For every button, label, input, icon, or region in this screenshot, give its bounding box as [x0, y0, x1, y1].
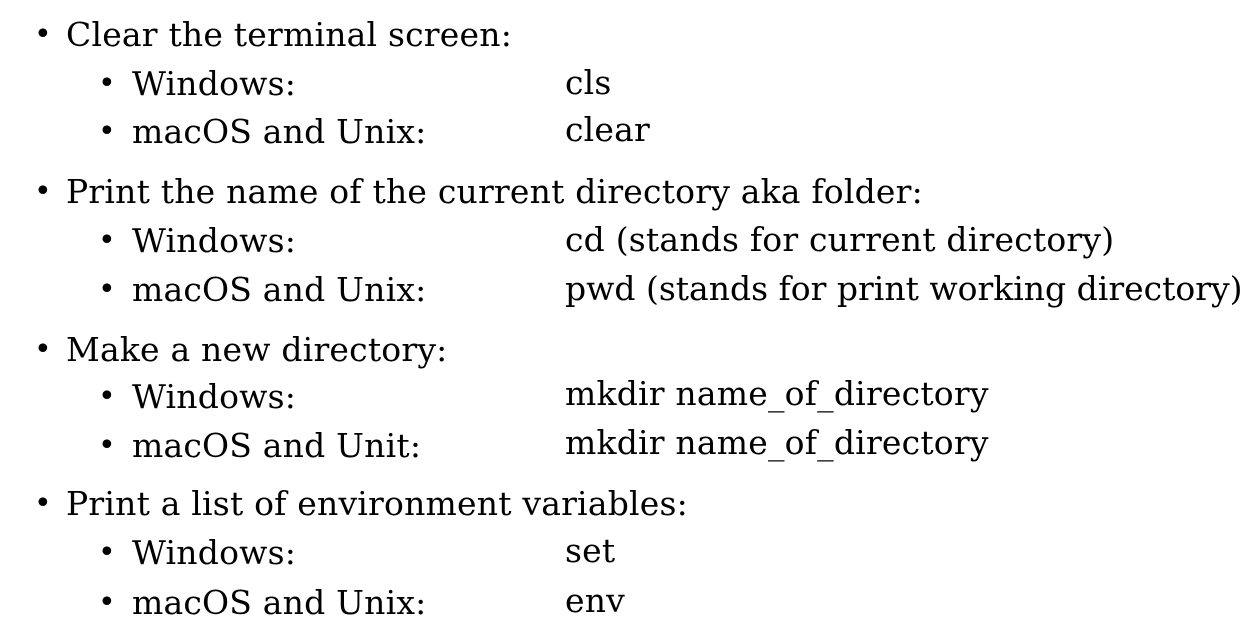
command-text: mkdir name_of_directory [565, 374, 989, 413]
bullet-icon: • [34, 332, 52, 367]
bullet-icon: • [98, 535, 116, 570]
platform-label: macOS and Unix: [132, 583, 427, 622]
bullet-icon: • [98, 66, 116, 101]
section-heading: Print the name of the current directory … [66, 172, 923, 211]
bullet-icon: • [34, 486, 52, 521]
bullet-icon: • [34, 17, 52, 52]
bullet-icon: • [34, 174, 52, 209]
command-text: mkdir name_of_directory [565, 423, 989, 462]
command-text: env [565, 581, 626, 620]
section-heading: Make a new directory: [66, 330, 448, 369]
bullet-icon: • [98, 223, 116, 258]
platform-label: Windows: [132, 533, 297, 572]
command-text: cls [565, 63, 612, 102]
command-text: cd (stands for current directory) [565, 220, 1115, 259]
platform-label: macOS and Unix: [132, 270, 427, 309]
platform-label: macOS and Unix: [132, 112, 427, 151]
section-heading: Clear the terminal screen: [66, 15, 513, 54]
bullet-icon: • [98, 585, 116, 620]
platform-label: Windows: [132, 377, 297, 416]
bullet-icon: • [98, 114, 116, 149]
platform-label: Windows: [132, 64, 297, 103]
bullet-icon: • [98, 428, 116, 463]
command-text: set [565, 531, 616, 570]
bullet-icon: • [98, 272, 116, 307]
platform-label: macOS and Unit: [132, 426, 422, 465]
section-heading: Print a list of environment variables: [66, 484, 688, 523]
command-text: clear [565, 110, 651, 149]
command-text: pwd (stands for print working directory) [565, 269, 1243, 308]
platform-label: Windows: [132, 221, 297, 260]
bullet-icon: • [98, 379, 116, 414]
